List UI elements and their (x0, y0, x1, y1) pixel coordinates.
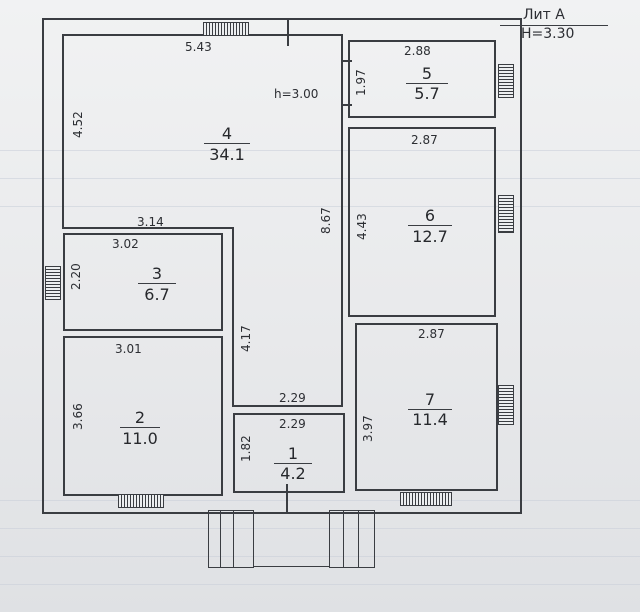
porch-step (358, 510, 359, 568)
room-5-area: 5.7 (414, 84, 440, 103)
paper-rule (0, 556, 640, 557)
room-3-width: 3.02 (112, 237, 139, 251)
door-mark (286, 484, 288, 512)
room-2-area: 11.0 (122, 429, 158, 448)
door-mark (342, 104, 352, 106)
room-5-rule (406, 83, 448, 84)
room-7-area: 11.4 (412, 410, 448, 429)
porch-step (343, 510, 344, 568)
room-7-rule (408, 409, 452, 410)
room-4-step-dim: 3.14 (137, 215, 164, 229)
paper-rule (0, 150, 640, 151)
room-4-rule (204, 143, 250, 144)
window-bottom-left (118, 494, 164, 508)
room-6-number: 6 (424, 206, 436, 225)
room-5-width: 2.88 (404, 44, 431, 58)
room-6-area: 12.7 (412, 227, 448, 246)
room-1-area: 4.2 (280, 464, 306, 483)
room-2-side: 3.66 (71, 403, 85, 430)
room-7-number: 7 (424, 390, 436, 409)
room-4-bottom-dim: 2.29 (279, 391, 306, 405)
window-right-middle (498, 195, 514, 233)
room-4-left-dim: 4.52 (71, 111, 85, 138)
room-5-side: 1.97 (354, 69, 368, 96)
room-4-inner-dim: 4.17 (239, 325, 253, 352)
room-3-rule (138, 283, 176, 284)
window-right-top (498, 64, 514, 98)
porch-step (233, 510, 234, 568)
window-right-bottom (498, 385, 514, 425)
room-6-side: 4.43 (355, 213, 369, 240)
room-6-width: 2.87 (411, 133, 438, 147)
window-bottom-right (400, 492, 452, 506)
room-1-width: 2.29 (279, 417, 306, 431)
outer-wall (42, 18, 522, 514)
porch-left (208, 510, 254, 568)
porch-line (254, 566, 329, 567)
room-4-right-dim: 8.67 (319, 207, 333, 234)
room-2-number: 2 (134, 408, 146, 427)
room-2-rule (120, 427, 160, 428)
room-2-width: 3.01 (115, 342, 142, 356)
paper-rule (0, 178, 640, 179)
room-7 (355, 323, 498, 491)
paper-rule (0, 584, 640, 585)
porch-right (329, 510, 375, 568)
window-left (45, 266, 61, 300)
room-1-rule (274, 463, 312, 464)
room-4-number: 4 (221, 124, 233, 143)
room-7-side: 3.97 (361, 415, 375, 442)
room-5 (348, 40, 496, 118)
door-mark (287, 18, 289, 46)
room-3 (63, 233, 223, 331)
room-3-area: 6.7 (144, 285, 170, 304)
room-5-number: 5 (421, 64, 433, 83)
room-1-number: 1 (287, 444, 299, 463)
porch-step (220, 510, 221, 568)
header-underline (500, 25, 608, 26)
room-3-number: 3 (151, 264, 163, 283)
room-4-width: 5.43 (185, 40, 212, 54)
paper-rule (0, 528, 640, 529)
room-4-area: 34.1 (209, 145, 245, 164)
paper-rule (0, 500, 640, 501)
room-1 (233, 413, 345, 493)
room-7-width: 2.87 (418, 327, 445, 341)
building-height-label: H=3.30 (521, 26, 575, 42)
room-6 (348, 127, 496, 317)
room-6-rule (408, 225, 452, 226)
room-1-side: 1.82 (239, 435, 253, 462)
litera-label: Лит А (523, 7, 565, 23)
door-mark (342, 60, 352, 62)
ceiling-height: h=3.00 (274, 87, 319, 101)
paper-rule (0, 206, 640, 207)
room-3-side: 2.20 (69, 263, 83, 290)
window-top (203, 22, 249, 36)
